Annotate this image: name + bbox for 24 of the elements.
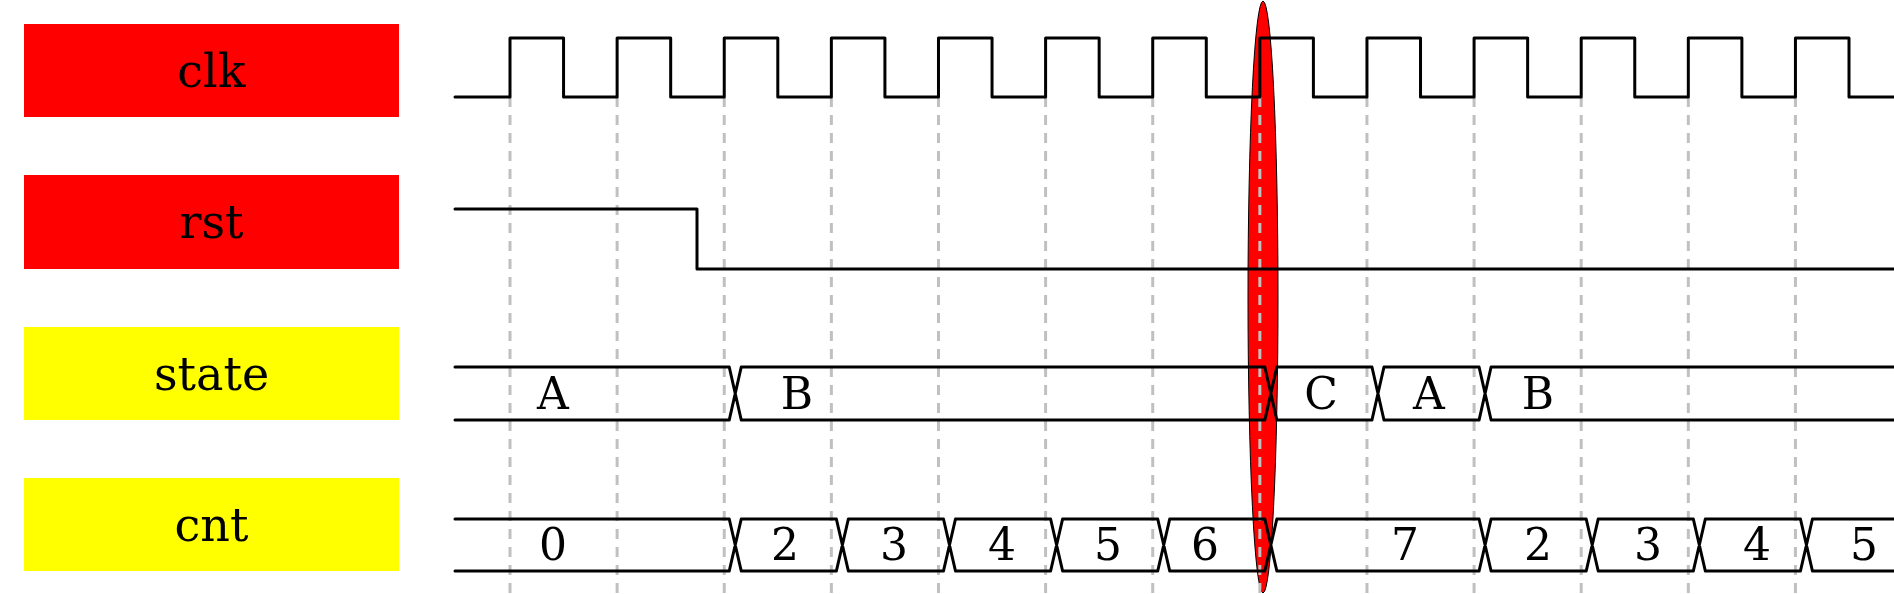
- signal-value: 4: [988, 523, 1016, 567]
- signal-name: cnt: [174, 501, 249, 548]
- signal-name-box: [24, 327, 399, 420]
- signal-value: 5: [1850, 523, 1878, 567]
- signal-name: rst: [179, 199, 244, 245]
- signal-value: A: [537, 371, 569, 416]
- signal-value: C: [1304, 371, 1338, 416]
- signal-value: 3: [1634, 523, 1662, 567]
- signal-value: 2: [771, 523, 799, 567]
- signal-value: 4: [1743, 523, 1771, 567]
- signal-name-box: [24, 478, 399, 571]
- signal-value: 3: [880, 523, 908, 567]
- signal-name: clk: [177, 47, 246, 94]
- signal-name-box: [24, 175, 399, 269]
- signal-value: A: [1413, 371, 1445, 416]
- signal-value: 2: [1524, 523, 1552, 567]
- signal-value: 6: [1191, 523, 1219, 567]
- signal-value: 7: [1391, 523, 1419, 567]
- signal-value: 0: [539, 523, 567, 567]
- signal-value: 5: [1094, 523, 1122, 567]
- signal-name: state: [153, 350, 270, 397]
- signal-name-box: [24, 24, 399, 117]
- signal-value: B: [1521, 371, 1555, 416]
- signal-value: B: [780, 371, 814, 416]
